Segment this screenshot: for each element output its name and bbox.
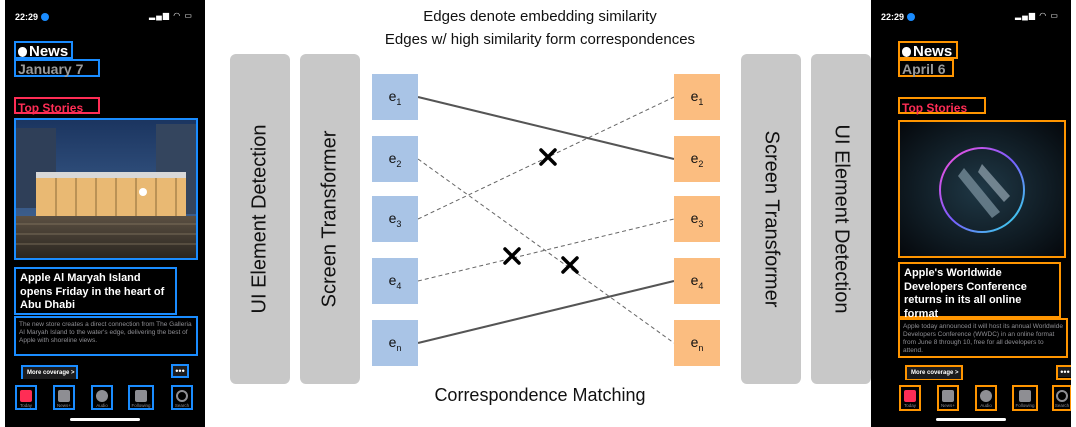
tab-news-plus[interactable]: News+ — [53, 385, 75, 410]
tab-following[interactable]: Following — [1012, 385, 1038, 411]
summary-box: Apple today announced it will host its a… — [898, 318, 1068, 358]
edge-solid-0 — [417, 96, 675, 160]
story-image-box[interactable] — [14, 118, 198, 260]
embedding-node-right-n: en — [674, 320, 720, 366]
headphones-icon — [96, 390, 108, 402]
screen-transformer-left: Screen Transformer — [300, 54, 360, 384]
embedding-node-left-3: e3 — [372, 196, 418, 242]
today-icon — [20, 390, 32, 402]
search-icon — [176, 390, 188, 402]
caption-correspondence-matching: Correspondence Matching — [434, 385, 646, 405]
section-box: Top Stories — [898, 97, 986, 115]
news-plus-icon — [58, 390, 70, 402]
section-title: Top Stories — [18, 101, 84, 115]
embedding-node-right-1: e1 — [674, 74, 720, 120]
rejected-edge-cross-icon — [503, 247, 521, 265]
following-icon — [1019, 390, 1031, 402]
tab-today[interactable]: Today — [15, 385, 37, 410]
caption-correspondences: Edges w/ high similarity form correspond… — [384, 31, 696, 48]
app-title: News — [29, 43, 69, 60]
headline-box[interactable]: Apple Al Maryah Island opens Friday in t… — [14, 267, 177, 315]
date-label: January 7 — [18, 61, 84, 77]
ui-element-detection-left: UI Element Detection — [230, 54, 290, 384]
story-headline: Apple Al Maryah Island opens Friday in t… — [20, 272, 165, 311]
tab-search[interactable]: Search — [171, 385, 193, 410]
story-image — [900, 122, 1064, 256]
tab-audio[interactable]: Audio — [91, 385, 113, 410]
home-indicator — [70, 418, 140, 421]
embedding-node-left-2: e2 — [372, 136, 418, 182]
embedding-node-right-2: e2 — [674, 136, 720, 182]
story-image-box[interactable] — [898, 120, 1066, 258]
today-icon — [904, 390, 916, 402]
news-plus-icon — [942, 390, 954, 402]
right-phone-screenshot: 22:29 ▂▄▆ ◠ ▭ News April 6 Top Stories A… — [871, 0, 1071, 427]
embedding-node-right-4: e4 — [674, 258, 720, 304]
embedding-node-left-4: e4 — [372, 258, 418, 304]
story-summary: The new store creates a direct connectio… — [19, 321, 192, 344]
status-time: 22:29 — [881, 12, 916, 22]
tab-following[interactable]: Following — [128, 385, 154, 410]
edge-dashed-3 — [417, 158, 675, 344]
more-options-button[interactable]: ••• — [171, 364, 189, 378]
story-summary: Apple today announced it will host its a… — [903, 323, 1063, 354]
app-title: News — [913, 43, 953, 60]
edge-dashed-4 — [417, 218, 675, 282]
location-icon — [41, 13, 50, 21]
left-phone-screenshot: 22:29 ▂▄▆ ◠ ▭ News January 7 Top Stories — [5, 0, 205, 427]
tab-audio[interactable]: Audio — [975, 385, 997, 411]
embedding-node-left-1: e1 — [372, 74, 418, 120]
headline-box[interactable]: Apple's Worldwide Developers Conference … — [898, 262, 1061, 320]
rejected-edge-cross-icon — [539, 148, 557, 166]
ui-element-detection-right: UI Element Detection — [811, 54, 871, 384]
apple-logo-icon — [902, 47, 911, 57]
embedding-node-left-n: en — [372, 320, 418, 366]
status-icons: ▂▄▆ ◠ ▭ — [1015, 11, 1059, 20]
home-indicator — [936, 418, 1006, 421]
rejected-edge-cross-icon — [561, 256, 579, 274]
section-box: Top Stories — [14, 97, 100, 115]
tab-news-plus[interactable]: News+ — [937, 385, 959, 411]
embedding-node-right-3: e3 — [674, 196, 720, 242]
edge-solid-1 — [417, 280, 675, 344]
search-icon — [1056, 390, 1068, 402]
more-coverage-button[interactable]: More coverage > — [21, 365, 78, 379]
location-icon — [907, 13, 916, 21]
app-title-box: News — [898, 41, 958, 59]
apple-logo-icon — [18, 47, 27, 57]
caption-embedding-similarity: Edges denote embedding similarity — [423, 8, 657, 25]
date-box: April 6 — [898, 59, 954, 77]
tab-search[interactable]: Search — [1052, 385, 1071, 411]
more-options-button[interactable]: ••• — [1056, 365, 1071, 380]
date-box: January 7 — [14, 59, 100, 77]
story-image — [16, 120, 196, 258]
more-coverage-button[interactable]: More coverage > — [905, 365, 963, 380]
status-icons: ▂▄▆ ◠ ▭ — [149, 11, 193, 20]
status-time: 22:29 — [15, 12, 50, 22]
story-headline: Apple's Worldwide Developers Conference … — [904, 267, 1027, 320]
app-title-box: News — [14, 41, 73, 59]
screen-transformer-right: Screen Transformer — [741, 54, 801, 384]
headphones-icon — [980, 390, 992, 402]
following-icon — [135, 390, 147, 402]
tab-today[interactable]: Today — [899, 385, 921, 411]
summary-box: The new store creates a direct connectio… — [14, 316, 198, 356]
date-label: April 6 — [902, 61, 946, 77]
section-title: Top Stories — [902, 101, 968, 115]
